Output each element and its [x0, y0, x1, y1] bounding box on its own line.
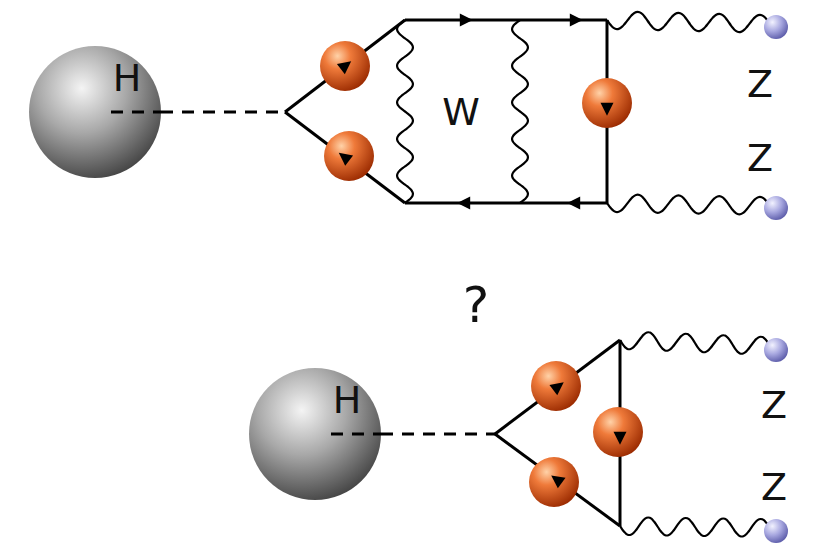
boson-line	[512, 20, 528, 203]
boson-ball	[764, 15, 788, 39]
fermion-arrow	[337, 61, 351, 74]
fermion-ball	[593, 407, 643, 457]
higgs-line	[381, 433, 495, 436]
boson-line	[607, 195, 770, 215]
boson-label: W	[442, 93, 480, 131]
fermion-ball	[324, 131, 374, 181]
boson-line	[620, 332, 770, 354]
particle-label: H	[333, 381, 362, 419]
fermion-ball	[582, 78, 632, 128]
boson-line	[620, 517, 770, 536]
fermion-arrow	[339, 153, 353, 166]
boson-line	[397, 20, 413, 203]
boson-ball	[764, 338, 788, 362]
higgs-line	[161, 111, 285, 114]
higgs-line	[111, 111, 161, 114]
sphere-fill	[29, 46, 161, 178]
fermion-arrow	[614, 432, 627, 445]
boson-ball	[764, 519, 788, 543]
fermion-arrow	[457, 197, 470, 210]
question-mark: ?	[463, 280, 490, 330]
boson-label: Z	[761, 468, 787, 506]
sphere-fill	[249, 368, 381, 500]
fermion-arrow	[549, 382, 563, 395]
higgs-line	[331, 433, 381, 436]
boson-label: Z	[761, 386, 787, 424]
particle-label: H	[113, 59, 142, 97]
fermion-line	[285, 112, 405, 203]
fermion-ball	[531, 361, 581, 411]
fermion-arrow	[551, 475, 565, 488]
fermion-ball	[320, 41, 370, 91]
fermion-arrow	[460, 14, 473, 27]
boson-label: Z	[747, 65, 773, 103]
fermion-ball	[529, 457, 579, 507]
boson-label: Z	[747, 139, 773, 177]
boson-line	[607, 12, 770, 32]
higgs-sphere: H	[249, 368, 381, 500]
fermion-arrow	[601, 103, 614, 116]
fermion-arrow	[570, 14, 583, 27]
boson-ball	[764, 196, 788, 220]
fermion-line	[285, 20, 405, 112]
fermion-arrow	[567, 197, 580, 210]
higgs-sphere: H	[29, 46, 161, 178]
